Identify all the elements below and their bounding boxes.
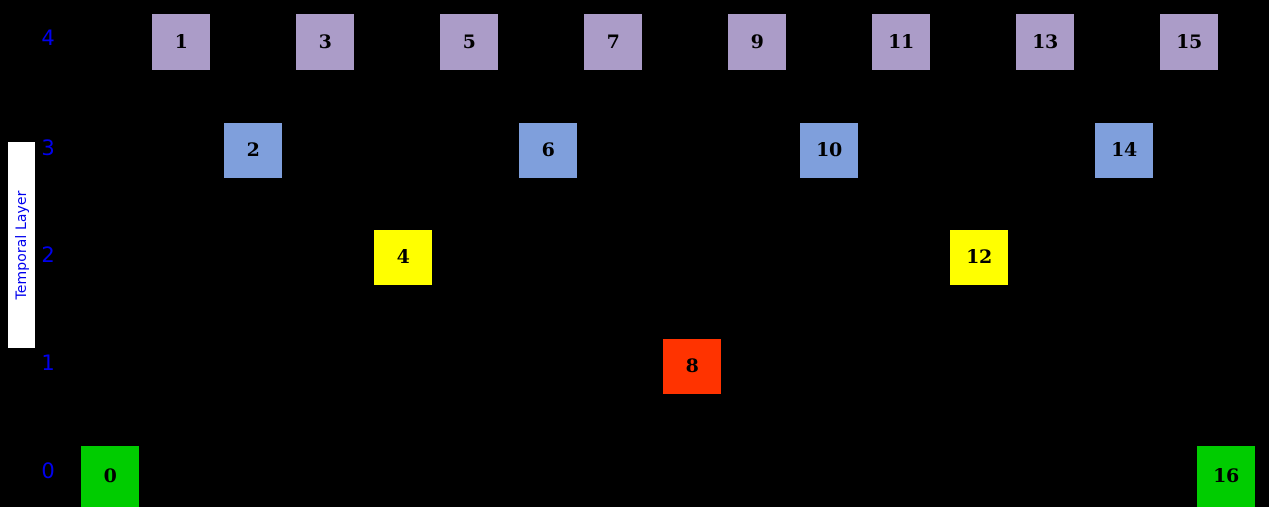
frame-box: 11 [872, 14, 930, 70]
y-axis-tick-label: 3 [41, 136, 55, 160]
frame-box: 14 [1095, 123, 1153, 178]
frame-box: 3 [296, 14, 354, 70]
frame-box: 16 [1197, 446, 1255, 507]
frame-box: 13 [1016, 14, 1074, 70]
y-axis-tick-label: 4 [41, 26, 55, 50]
frame-box: 7 [584, 14, 642, 70]
frame-box: 9 [728, 14, 786, 70]
frame-box: 8 [663, 339, 721, 394]
y-axis-tick-label: 1 [41, 351, 55, 375]
y-axis-tick-label: 0 [41, 459, 55, 483]
frame-box: 4 [374, 230, 432, 285]
y-axis-tick-label: 2 [41, 243, 55, 267]
frame-box: 5 [440, 14, 498, 70]
frame-box: 1 [152, 14, 210, 70]
y-axis-title-plate: Temporal Layer [8, 142, 35, 348]
frame-box: 6 [519, 123, 577, 178]
frame-box: 0 [81, 446, 139, 507]
frame-box: 2 [224, 123, 282, 178]
frame-box: 12 [950, 230, 1008, 285]
y-axis-title: Temporal Layer [13, 190, 30, 300]
frame-box: 15 [1160, 14, 1218, 70]
frame-box: 10 [800, 123, 858, 178]
